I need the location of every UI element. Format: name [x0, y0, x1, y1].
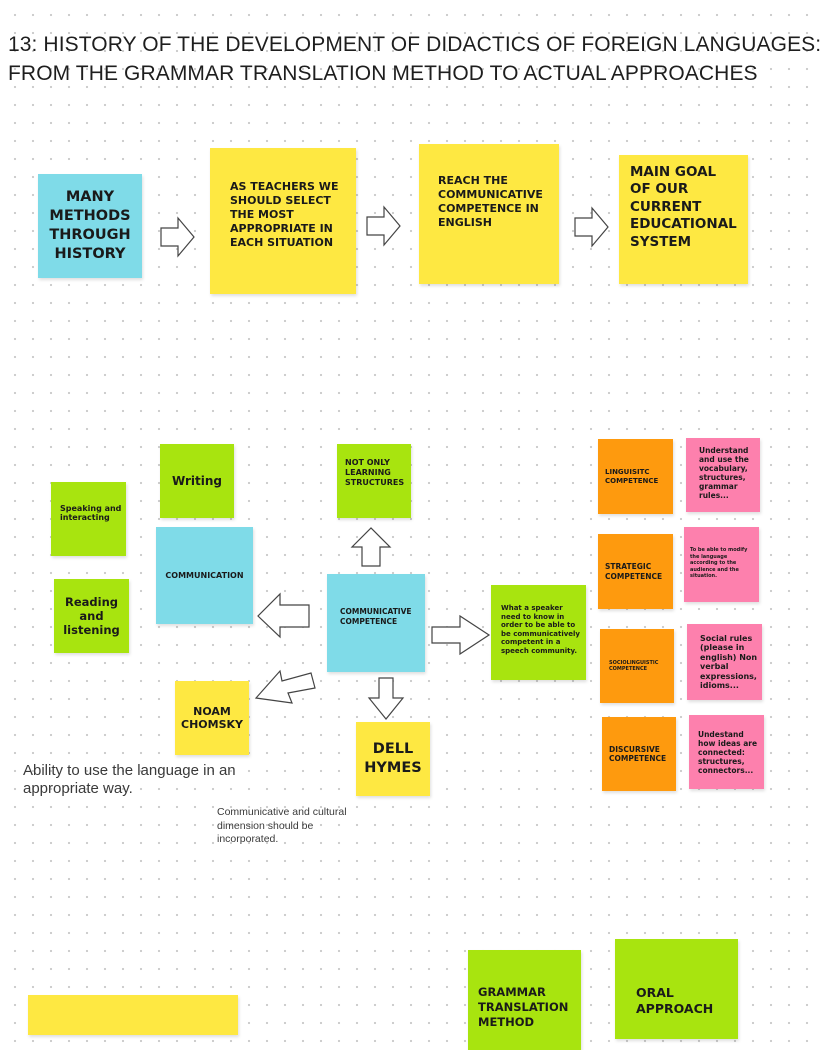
note-discursive-competence[interactable]: DISCURSIVE COMPETENCE	[602, 717, 676, 791]
arrow-down-left-icon	[254, 669, 316, 704]
note-linguistic-competence[interactable]: LINGUISITC COMPETENCE	[598, 439, 673, 514]
note-writing[interactable]: Writing	[160, 444, 234, 518]
arrow-right-icon	[366, 205, 401, 247]
note-what-speaker[interactable]: What a speaker need to know in order to …	[491, 585, 586, 680]
note-grammar-translation[interactable]: GRAMMAR TRANSLATION METHOD	[468, 950, 581, 1050]
arrow-down-icon	[367, 677, 405, 720]
note-reading[interactable]: Reading and listening	[54, 579, 129, 653]
page-title: 13: HISTORY OF THE DEVELOPMENT OF DIDACT…	[8, 30, 821, 88]
note-main-goal[interactable]: MAIN GOAL OF OUR CURRENT EDUCATIONAL SYS…	[619, 155, 748, 284]
note-speaking[interactable]: Speaking and interacting	[51, 482, 126, 556]
arrow-up-icon	[350, 527, 392, 567]
ability-text: Ability to use the language in an approp…	[23, 762, 236, 797]
note-strategic-desc[interactable]: To be able to modify the language accord…	[684, 527, 759, 602]
note-communicative-competence[interactable]: COMMUNICATIVE COMPETENCE	[327, 574, 425, 672]
title-line-2: FROM THE GRAMMAR TRANSLATION METHOD TO A…	[8, 62, 758, 85]
note-dell-hymes[interactable]: DELL HYMES	[356, 722, 430, 796]
note-many-methods[interactable]: MANY METHODS THROUGH HISTORY	[38, 174, 142, 278]
connector-arrows	[160, 205, 609, 720]
note-noam-chomsky[interactable]: NOAM CHOMSKY	[175, 681, 249, 755]
note-sociolinguistic-desc[interactable]: Social rules (please in english) Non ver…	[687, 624, 762, 700]
note-oral-approach[interactable]: ORAL APPROACH	[615, 939, 738, 1039]
arrow-right-icon	[431, 614, 491, 656]
note-teachers-select[interactable]: AS TEACHERS WE SHOULD SELECT THE MOST AP…	[210, 148, 356, 294]
note-linguistic-desc[interactable]: Understand and use the vocabulary, struc…	[686, 438, 760, 512]
note-not-only[interactable]: NOT ONLY LEARNING STRUCTURES	[337, 444, 411, 518]
note-communication[interactable]: COMMUNICATION	[156, 527, 253, 624]
arrow-right-icon	[160, 216, 195, 258]
arrow-right-icon	[574, 206, 609, 248]
title-line-1: 13: HISTORY OF THE DEVELOPMENT OF DIDACT…	[8, 33, 821, 56]
arrow-left-icon	[257, 592, 310, 639]
note-strategic-competence[interactable]: STRATEGIC COMPETENCE	[598, 534, 673, 609]
note-sociolinguistic-competence[interactable]: SOCIOLINGUISTIC COMPETENCE	[600, 629, 674, 703]
note-bottom-yellow[interactable]	[28, 995, 238, 1035]
note-reach-competence[interactable]: REACH THE COMMUNICATIVE COMPETENCE IN EN…	[419, 144, 559, 284]
note-discursive-desc[interactable]: Undestand how ideas are connected: struc…	[689, 715, 764, 789]
cultural-text: Communicative and cultural dimension sho…	[217, 806, 347, 845]
